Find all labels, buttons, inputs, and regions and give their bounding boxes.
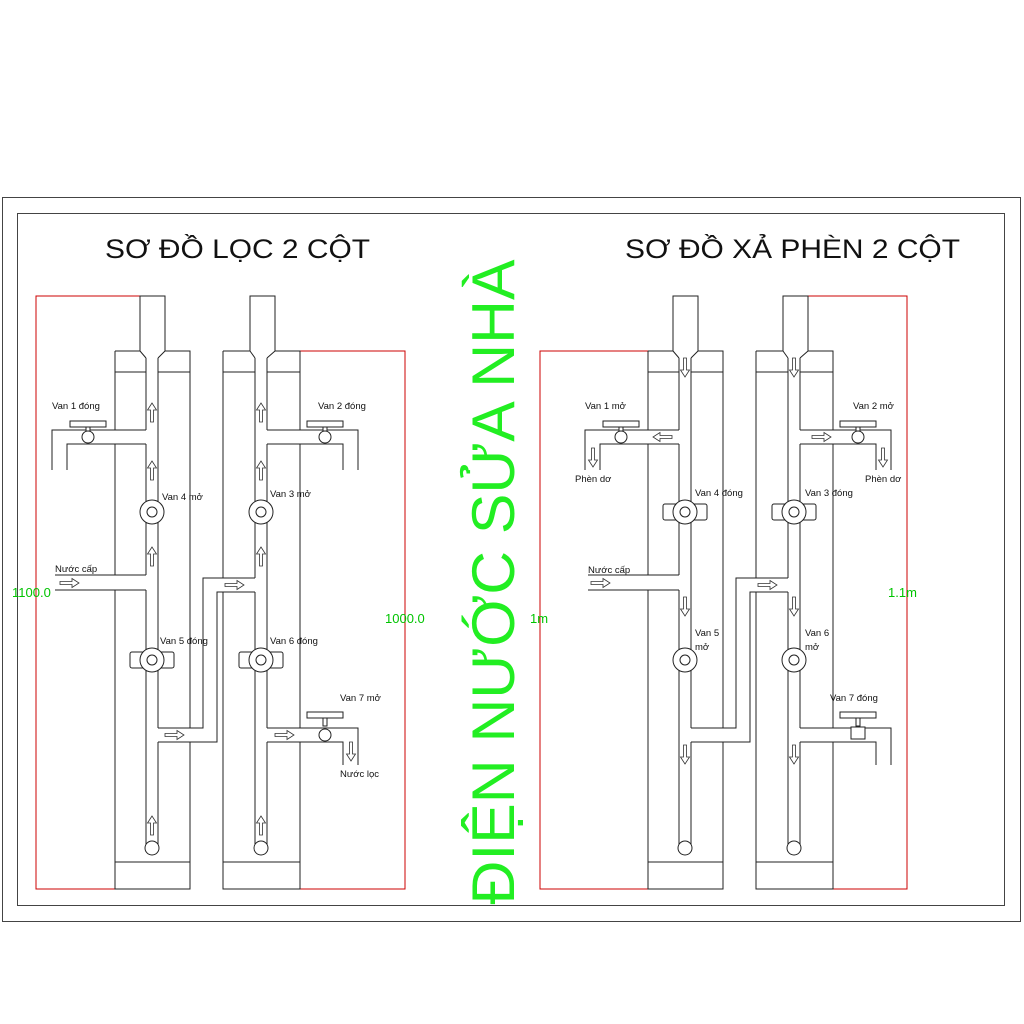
flow-arrow-right [59, 578, 80, 588]
filter-border-right [300, 350, 406, 890]
filter-valve-5-label: Van 5 đóng [160, 636, 208, 647]
flow-arrow-down [789, 596, 799, 617]
flow-arrow-up [256, 402, 266, 423]
filter-valve-2 [306, 420, 344, 444]
filter-valve-5 [129, 647, 175, 673]
strainer-column-2 [786, 840, 802, 856]
backwash-valve-3-label: Van 3 đóng [805, 488, 853, 499]
central-pipe-column-2 [249, 295, 276, 845]
flow-arrow-down [680, 357, 690, 378]
backwash-border-left [539, 350, 648, 890]
inner-frame [17, 213, 1005, 906]
tank-column-2 [222, 350, 301, 890]
watermark-text: ĐIỆN NƯỚC SỬA NHÀ [460, 260, 527, 905]
flow-arrow-up [147, 402, 157, 423]
backwash-valve-6-label: Van 6 [805, 628, 829, 639]
central-pipe-column-1 [139, 295, 166, 845]
filter-valve-1-label: Van 1 đóng [52, 401, 100, 412]
flow-arrow-down [789, 744, 799, 765]
backwash-valve-2 [839, 420, 877, 444]
filter-valve-3-label: Van 3 mở [270, 489, 311, 500]
filter-valve-6 [238, 647, 284, 673]
backwash-valve-7-label: Van 7 đóng [830, 693, 878, 704]
filter-border-left [35, 295, 140, 890]
flow-arrow-right [757, 580, 778, 590]
flow-arrow-right [224, 580, 245, 590]
flow-arrow-up [147, 460, 157, 481]
flow-arrow-down [346, 741, 356, 762]
filter-pipe-network [51, 295, 359, 890]
branch-pipe-valve-1 [584, 429, 679, 470]
flow-arrow-up [147, 546, 157, 567]
filter-valve-3 [248, 499, 274, 525]
flow-arrow-up [256, 815, 266, 836]
filter-outlet-label: Nước lọc [340, 769, 379, 780]
central-pipe-column-2 [782, 295, 809, 845]
tank-column-2 [755, 350, 834, 890]
link-pipe [691, 577, 788, 743]
filter-valve-4 [139, 499, 165, 525]
title-backwash: SƠ ĐỒ XẢ PHÈN 2 CỘT [625, 232, 960, 264]
strainer-column-1 [677, 840, 693, 856]
title-filter: SƠ ĐỒ LỌC 2 CỘT [105, 233, 370, 264]
filter-valve-4-label: Van 4 mở [162, 492, 203, 503]
backwash-valve-6 [781, 647, 807, 673]
filter-valve-6-label: Van 6 đóng [270, 636, 318, 647]
backwash-valve-2-label: Van 2 mở [853, 401, 894, 412]
filter-valve-7 [306, 711, 344, 742]
branch-pipe-valve-7 [267, 727, 359, 765]
branch-pipe-valve-2 [267, 429, 359, 470]
flow-arrow-up [256, 546, 266, 567]
branch-pipe-valve-2 [800, 429, 892, 470]
flow-arrow-down [680, 744, 690, 765]
backwash-valve-1-label: Van 1 mở [585, 401, 626, 412]
backwash-valve-7 [839, 711, 877, 740]
flow-arrow-down [680, 596, 690, 617]
flow-arrow-up [256, 460, 266, 481]
dimension-label: 1000.0 [385, 611, 425, 626]
backwash-valve-6-state: mở [805, 642, 819, 653]
filter-valve-7-label: Van 7 mở [340, 693, 381, 704]
dimension-label: 1100.0 [12, 585, 51, 600]
flow-arrow-down [789, 357, 799, 378]
strainer-column-1 [144, 840, 160, 856]
tank-column-1 [647, 350, 724, 890]
outer-frame [2, 197, 1021, 922]
flow-arrow-right [811, 432, 832, 442]
flow-arrow-down [588, 447, 598, 468]
flow-arrow-right [164, 730, 185, 740]
dimension-label: 1.1m [888, 585, 917, 600]
branch-pipe-valve-7 [800, 727, 892, 765]
filter-inlet-label: Nước cấp [55, 564, 97, 575]
backwash-valve-4-label: Van 4 đóng [695, 488, 743, 499]
backwash-valve-5 [672, 647, 698, 673]
backwash-inlet-label: Nước cấp [588, 565, 630, 576]
backwash-drain-2-label: Phèn dơ [865, 474, 901, 485]
backwash-pipe-network [584, 295, 892, 890]
flow-arrow-left [652, 432, 673, 442]
link-pipe [158, 577, 255, 743]
backwash-valve-3 [771, 499, 817, 525]
filter-valve-2-label: Van 2 đóng [318, 401, 366, 412]
backwash-drain-1-label: Phèn dơ [575, 474, 611, 485]
branch-pipe-valve-1 [51, 429, 146, 470]
inlet-pipe [55, 574, 146, 591]
inlet-pipe [588, 574, 679, 591]
backwash-valve-5-label: Van 5 [695, 628, 719, 639]
backwash-valve-1 [602, 420, 640, 444]
tank-column-1 [114, 350, 191, 890]
dimension-label: 1m [530, 611, 548, 626]
flow-arrow-up [147, 815, 157, 836]
flow-arrow-right [590, 578, 611, 588]
backwash-valve-5-state: mở [695, 642, 709, 653]
flow-arrow-down [878, 447, 888, 468]
flow-arrow-right [274, 730, 295, 740]
filter-valve-1 [69, 420, 107, 444]
strainer-column-2 [253, 840, 269, 856]
backwash-valve-4 [662, 499, 708, 525]
backwash-border-right [808, 295, 908, 890]
